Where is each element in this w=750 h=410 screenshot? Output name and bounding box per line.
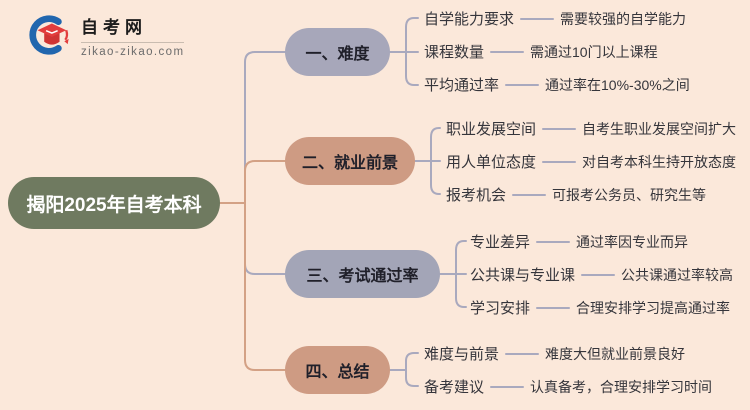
mindmap-row: 课程数量 需通过10门以上课程 bbox=[424, 35, 690, 68]
sub-topic-label: 备考建议 bbox=[424, 379, 485, 396]
branch-children-difficulty: 自学能力要求 需要较强的自学能力 课程数量 需通过10门以上课程 平均通过率 通… bbox=[424, 2, 690, 101]
mindmap-row: 专业差异 通过率因专业而异 bbox=[470, 225, 733, 258]
branch-label: 二、就业前景 bbox=[301, 155, 398, 172]
branch-pill-pass-rate: 三、考试通过率 bbox=[285, 250, 440, 298]
site-url: zikao-zikao.com bbox=[81, 45, 185, 58]
root-node: 揭阳2025年自考本科 bbox=[8, 177, 220, 229]
branch-children-summary: 难度与前景 难度大但就业前景良好 备考建议 认真备考，合理安排学习时间 bbox=[424, 337, 712, 403]
connector-dash bbox=[505, 352, 540, 355]
leaf-text: 公共课通过率较高 bbox=[621, 266, 734, 283]
sub-topic-label: 自学能力要求 bbox=[424, 11, 515, 28]
graduation-cap-icon bbox=[26, 12, 72, 58]
leaf-text: 认真备考，合理安排学习时间 bbox=[530, 378, 713, 395]
mindmap-row: 平均通过率 通过率在10%-30%之间 bbox=[424, 68, 690, 101]
sub-topic-label: 报考机会 bbox=[446, 187, 507, 204]
branch-pill-employment: 二、就业前景 bbox=[285, 137, 415, 185]
connector-dash bbox=[505, 83, 540, 86]
connector-dash bbox=[536, 240, 571, 243]
connector-dash bbox=[520, 17, 555, 20]
leaf-text: 难度大但就业前景良好 bbox=[545, 345, 686, 362]
mindmap-row: 报考机会 可报考公务员、研究生等 bbox=[446, 178, 736, 211]
sub-topic-label: 难度与前景 bbox=[424, 346, 500, 363]
mindmap-row: 用人单位态度 对自考本科生持开放态度 bbox=[446, 145, 736, 178]
leaf-text: 通过率在10%-30%之间 bbox=[545, 76, 690, 93]
sub-topic-label: 专业差异 bbox=[470, 234, 531, 251]
leaf-text: 需通过10门以上课程 bbox=[530, 43, 658, 60]
branch-label: 三、考试通过率 bbox=[306, 268, 419, 285]
branch-children-employment: 职业发展空间 自考生职业发展空间扩大 用人单位态度 对自考本科生持开放态度 报考… bbox=[446, 112, 736, 211]
sub-topic-label: 职业发展空间 bbox=[446, 121, 537, 138]
branch-pill-summary: 四、总结 bbox=[285, 346, 390, 394]
connector-dash bbox=[542, 127, 577, 130]
sub-topic-label: 公共课与专业课 bbox=[470, 267, 576, 284]
sub-topic-label: 课程数量 bbox=[424, 44, 485, 61]
connector-dash bbox=[581, 273, 616, 276]
leaf-text: 自考生职业发展空间扩大 bbox=[582, 120, 737, 137]
sub-topic-label: 平均通过率 bbox=[424, 77, 500, 94]
leaf-text: 可报考公务员、研究生等 bbox=[552, 186, 707, 203]
site-name: 自考网 bbox=[81, 13, 185, 43]
mindmap-row: 公共课与专业课 公共课通过率较高 bbox=[470, 258, 733, 291]
mindmap-row: 职业发展空间 自考生职业发展空间扩大 bbox=[446, 112, 736, 145]
leaf-text: 通过率因专业而异 bbox=[576, 233, 689, 250]
connector-dash bbox=[490, 385, 525, 388]
mindmap-row: 备考建议 认真备考，合理安排学习时间 bbox=[424, 370, 712, 403]
leaf-text: 对自考本科生持开放态度 bbox=[582, 153, 737, 170]
sub-topic-label: 用人单位态度 bbox=[446, 154, 537, 171]
mindmap-row: 学习安排 合理安排学习提高通过率 bbox=[470, 291, 733, 324]
sub-topic-label: 学习安排 bbox=[470, 300, 531, 317]
connector-dash bbox=[536, 306, 571, 309]
leaf-text: 合理安排学习提高通过率 bbox=[576, 299, 731, 316]
branch-label: 四、总结 bbox=[305, 364, 370, 381]
branch-pill-difficulty: 一、难度 bbox=[285, 28, 390, 76]
connector-dash bbox=[512, 193, 547, 196]
connector-dash bbox=[542, 160, 577, 163]
leaf-text: 需要较强的自学能力 bbox=[560, 10, 687, 27]
root-node-label: 揭阳2025年自考本科 bbox=[26, 194, 202, 216]
mindmap-row: 自学能力要求 需要较强的自学能力 bbox=[424, 2, 690, 35]
connector-dash bbox=[490, 50, 525, 53]
branch-children-pass-rate: 专业差异 通过率因专业而异 公共课与专业课 公共课通过率较高 学习安排 合理安排… bbox=[470, 225, 733, 324]
site-logo: 自考网 zikao-zikao.com bbox=[26, 12, 185, 58]
mindmap-row: 难度与前景 难度大但就业前景良好 bbox=[424, 337, 712, 370]
branch-label: 一、难度 bbox=[305, 46, 370, 63]
